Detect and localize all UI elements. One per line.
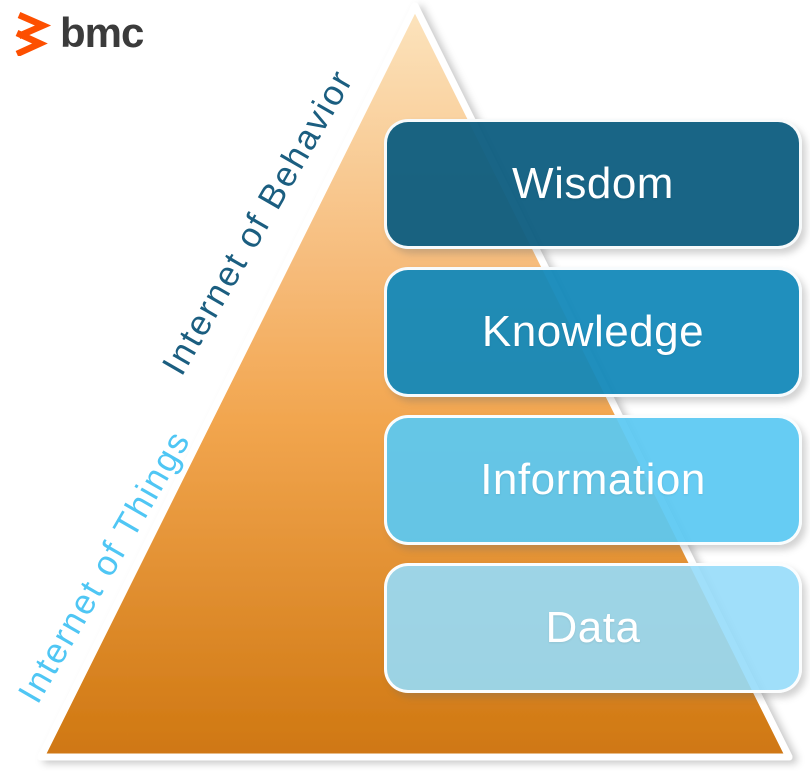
pyramid-level-knowledge: Knowledge (384, 267, 802, 397)
bmc-logo-wordmark: bmc (60, 9, 144, 56)
pyramid-level-data: Data (384, 563, 802, 693)
pyramid-level-knowledge-label: Knowledge (481, 307, 705, 356)
bmc-logo-icon (15, 12, 52, 56)
pyramid-level-wisdom-label: Wisdom (512, 159, 674, 208)
pyramid-level-information: Information (384, 415, 802, 545)
bmc-logo: bmc (12, 9, 144, 56)
pyramid-level-wisdom: Wisdom (384, 119, 802, 249)
pyramid-level-information-label: Information (480, 455, 706, 504)
pyramid-level-data-label: Data (545, 603, 641, 652)
